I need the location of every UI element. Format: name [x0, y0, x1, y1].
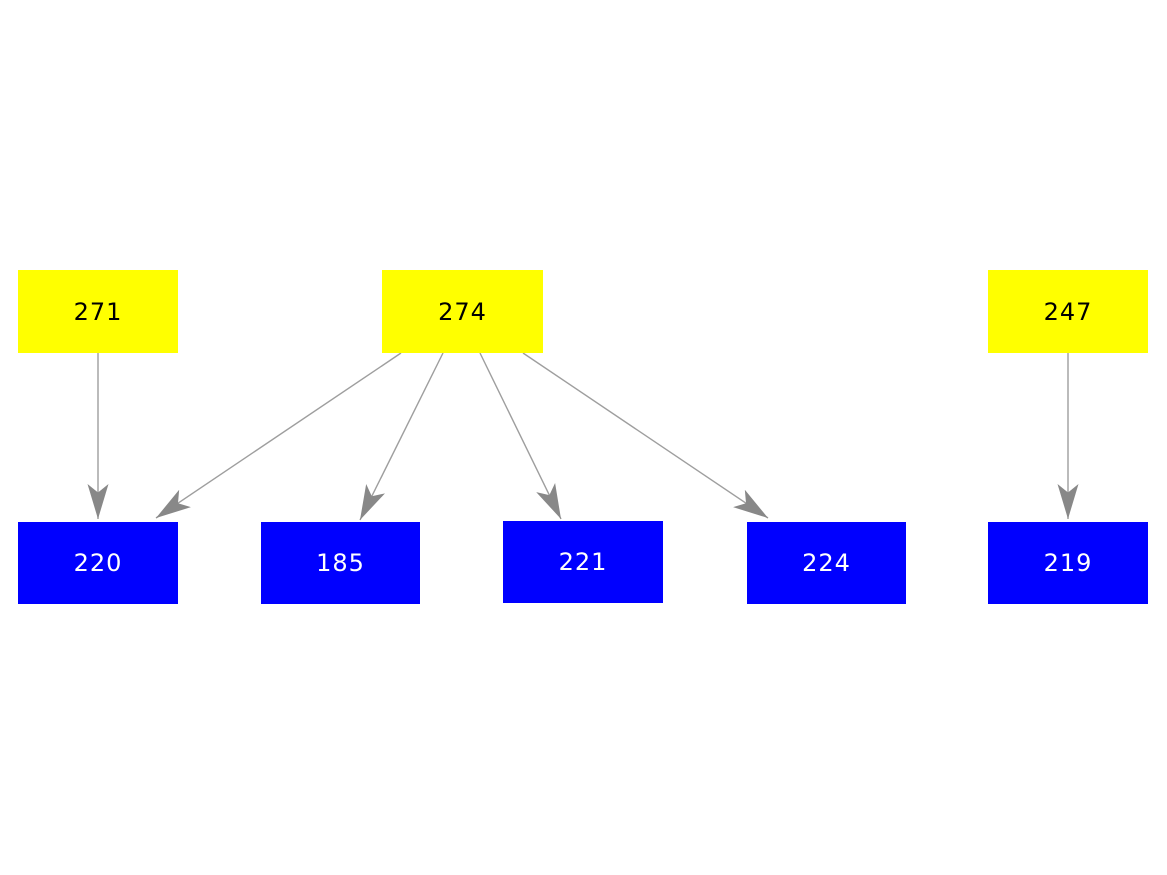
node-185: 185 — [261, 522, 420, 604]
node-220: 220 — [18, 522, 178, 604]
node-221: 221 — [503, 521, 663, 603]
node-label: 271 — [73, 297, 123, 326]
node-label: 220 — [73, 549, 123, 577]
node-label: 221 — [558, 548, 608, 576]
node-219: 219 — [988, 522, 1148, 604]
node-label: 274 — [438, 297, 487, 326]
edge-274-to-221 — [479, 352, 562, 520]
edges-group — [87, 352, 1079, 521]
edge-274-to-220 — [155, 352, 402, 519]
node-247: 247 — [988, 270, 1148, 353]
edge-274-to-185 — [359, 352, 444, 521]
node-label: 224 — [802, 549, 851, 577]
node-274: 274 — [382, 270, 543, 353]
node-label: 185 — [316, 549, 365, 577]
node-271: 271 — [18, 270, 178, 353]
node-224: 224 — [747, 522, 906, 604]
node-label: 219 — [1043, 549, 1093, 577]
edge-274-to-224 — [522, 352, 769, 519]
node-label: 247 — [1043, 297, 1093, 326]
